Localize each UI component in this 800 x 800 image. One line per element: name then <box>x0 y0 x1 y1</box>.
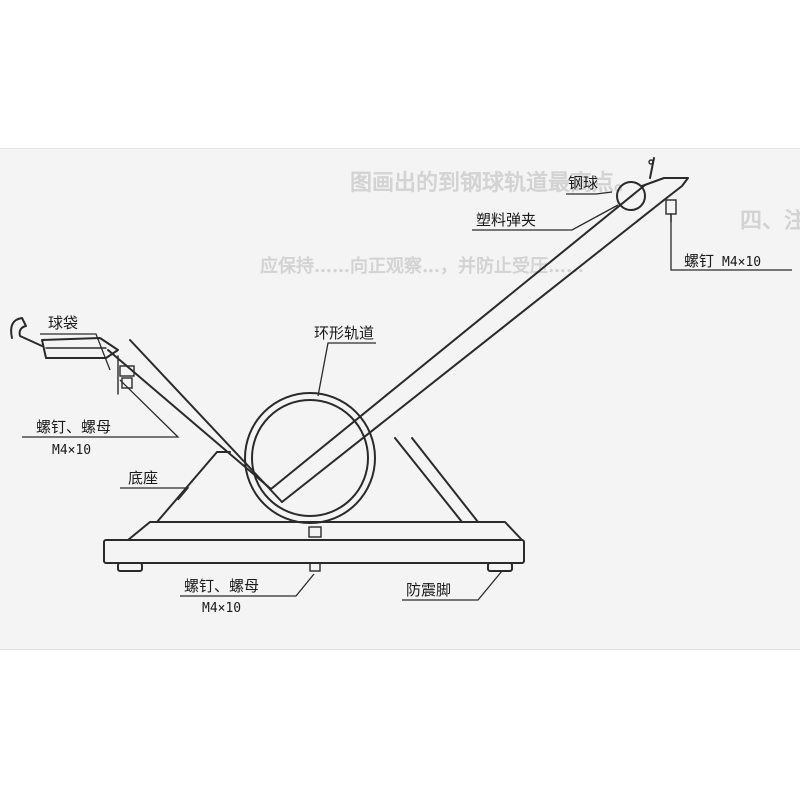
ramp-track <box>107 184 665 503</box>
leader-plastic-clip <box>472 204 619 231</box>
ghost-text-line-1: 图画出的到钢球轨道最高点。 <box>350 170 636 196</box>
steel-ball <box>616 181 646 211</box>
label-base: 底座 <box>128 469 158 487</box>
label-bottom-screw-nut: 螺钉、螺母 <box>184 577 259 595</box>
loop-track <box>244 392 376 524</box>
right-support-strut <box>394 437 479 523</box>
label-left-screw-nut: 螺钉、螺母 <box>36 418 111 436</box>
bottom-screw-nut <box>308 526 322 572</box>
base-plate <box>103 521 525 564</box>
label-top-screw-spec: M4×10 <box>722 255 761 270</box>
anti-vibration-foot-right <box>487 562 513 572</box>
leader-base <box>120 487 190 501</box>
label-steel-ball: 钢球 <box>568 174 598 192</box>
leader-steel-ball <box>566 191 613 195</box>
ball-bag <box>10 317 119 359</box>
label-top-screw: 螺钉 <box>684 252 714 270</box>
label-loop-track: 环形轨道 <box>314 324 374 342</box>
plastic-clip <box>641 157 689 201</box>
label-left-screw-nut-spec: M4×10 <box>52 443 91 458</box>
left-support-strut <box>156 451 231 523</box>
leader-loop-track <box>317 342 376 397</box>
leader-bottom-screw-nut <box>180 573 315 597</box>
left-screw-nut-bracket <box>117 355 135 395</box>
ghost-text-line-2: 四、注 <box>740 208 800 234</box>
label-ball-bag: 球袋 <box>48 314 78 332</box>
leader-top-screw <box>670 214 792 271</box>
label-anti-vibration-feet: 防震脚 <box>406 581 451 599</box>
label-bottom-screw-nut-spec: M4×10 <box>202 601 241 616</box>
ghost-text-line-3: 应保持……向正观察…，并防止受压…… <box>260 255 584 277</box>
paper-sheet <box>0 148 800 650</box>
leader-left-screw-nut <box>22 379 180 438</box>
label-plastic-clip: 塑料弹夹 <box>476 211 536 229</box>
anti-vibration-foot-left <box>117 562 143 572</box>
leader-ball-bag <box>40 333 111 371</box>
leader-anti-vibration-feet <box>402 570 503 601</box>
